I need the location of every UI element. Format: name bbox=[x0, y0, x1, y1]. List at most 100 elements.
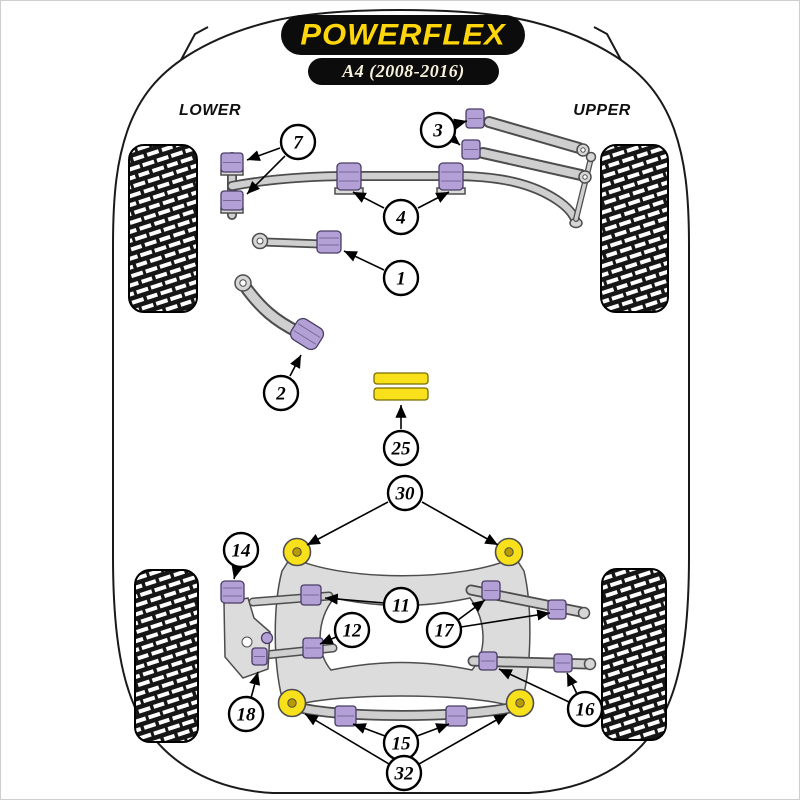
body-shoulder-notch-right bbox=[593, 26, 622, 61]
arrow-3a bbox=[453, 118, 468, 130]
callout-17-number: 17 bbox=[435, 621, 456, 642]
callout-1-number: 1 bbox=[396, 269, 406, 290]
brand-banner: POWERFLEX bbox=[281, 15, 525, 55]
callout-3[interactable]: 3 bbox=[419, 111, 457, 149]
drop-link-eye bbox=[585, 151, 597, 163]
callout-12-number: 12 bbox=[343, 621, 363, 642]
front-curved-arm bbox=[234, 274, 325, 351]
subframe-bushing-core bbox=[504, 547, 514, 557]
callout-17[interactable]: 17 bbox=[425, 611, 463, 649]
callout-arrows bbox=[231, 118, 578, 765]
callout-18-circle[interactable] bbox=[227, 695, 265, 733]
brand-logo-text: POWERFLEX bbox=[300, 17, 506, 52]
callout-4[interactable]: 4 bbox=[382, 198, 420, 236]
callout-16[interactable]: 16 bbox=[566, 690, 604, 728]
arrow-4a bbox=[352, 191, 385, 209]
arrow-32b bbox=[418, 713, 508, 765]
label-upper: UPPER bbox=[573, 102, 631, 119]
callout-15-number: 15 bbox=[392, 734, 412, 755]
knuckle-pivot-bushing bbox=[260, 631, 274, 645]
rear-lower-arm-eye bbox=[583, 657, 597, 671]
drop-link bbox=[574, 156, 593, 221]
subframe-bushing-core bbox=[287, 698, 297, 708]
tire-rear-left bbox=[134, 569, 199, 743]
arrow-16b bbox=[498, 668, 570, 703]
arrow-14 bbox=[231, 565, 243, 580]
callouts: 7 3 4 1 2 25 3 bbox=[222, 111, 604, 792]
bushing-1 bbox=[316, 230, 342, 254]
upper-arm-1-eye-hole bbox=[580, 147, 586, 153]
arrow-4b bbox=[417, 191, 450, 209]
lower-link bbox=[261, 239, 324, 247]
bushing-2-group bbox=[289, 317, 325, 351]
subframe-bushing-core bbox=[515, 698, 525, 708]
callout-18-number: 18 bbox=[237, 705, 257, 726]
callout-14-number: 14 bbox=[232, 541, 251, 562]
arrow-16a bbox=[566, 672, 578, 695]
callout-25[interactable]: 25 bbox=[382, 429, 420, 467]
callout-30-circle[interactable] bbox=[386, 474, 424, 512]
arrow-3b bbox=[446, 132, 461, 146]
bushing-2 bbox=[289, 317, 325, 351]
callout-15[interactable]: 15 bbox=[382, 724, 420, 762]
yellow-insert-lower bbox=[373, 387, 429, 401]
callout-2-number: 2 bbox=[275, 384, 286, 405]
upper-arm-2 bbox=[479, 149, 585, 179]
callout-14-circle[interactable] bbox=[222, 531, 260, 569]
arrow-1 bbox=[343, 250, 385, 271]
arrow-15b bbox=[416, 723, 450, 737]
bushing-4b bbox=[438, 162, 464, 191]
body-shoulder-notch-left bbox=[180, 26, 209, 61]
callout-12-circle[interactable] bbox=[333, 611, 371, 649]
callout-11-circle[interactable] bbox=[382, 586, 420, 624]
callout-4-circle[interactable] bbox=[382, 198, 420, 236]
callout-11-number: 11 bbox=[392, 596, 410, 617]
callout-17-circle[interactable] bbox=[425, 611, 463, 649]
arrow-17a bbox=[457, 599, 486, 621]
callout-7-circle[interactable] bbox=[279, 123, 317, 161]
arrow-30b bbox=[421, 501, 499, 546]
rear-upper-arm-eye bbox=[577, 606, 591, 620]
lower-link-eye-hole bbox=[256, 237, 264, 245]
callout-7[interactable]: 7 bbox=[279, 123, 317, 161]
mount-insert-group bbox=[373, 372, 429, 401]
callout-2-circle[interactable] bbox=[262, 374, 300, 412]
callout-14[interactable]: 14 bbox=[222, 531, 260, 569]
label-lower: LOWER bbox=[178, 102, 242, 119]
callout-32[interactable]: 32 bbox=[385, 754, 423, 792]
bushing-rib bbox=[293, 330, 317, 345]
callout-30-number: 30 bbox=[395, 484, 416, 505]
callout-3-number: 3 bbox=[432, 121, 443, 142]
callout-25-number: 25 bbox=[391, 439, 412, 460]
callout-3-circle[interactable] bbox=[419, 111, 457, 149]
callout-18[interactable]: 18 bbox=[227, 695, 265, 733]
front-antiroll-bar bbox=[220, 151, 597, 229]
arrow-7a bbox=[246, 147, 281, 161]
rear-subframe bbox=[220, 537, 597, 727]
callout-7-number: 7 bbox=[293, 133, 304, 154]
tire-front-right bbox=[600, 144, 669, 313]
arrow-11 bbox=[324, 593, 385, 605]
callout-32-circle[interactable] bbox=[385, 754, 423, 792]
antiroll-bar bbox=[228, 172, 580, 226]
callout-12[interactable]: 12 bbox=[333, 611, 371, 649]
subframe-bushing-core bbox=[292, 547, 302, 557]
arrow-30a bbox=[306, 501, 389, 546]
arrow-12 bbox=[319, 633, 337, 645]
callout-11[interactable]: 11 bbox=[382, 586, 420, 624]
callout-2[interactable]: 2 bbox=[262, 374, 300, 412]
bushing-4a bbox=[336, 162, 362, 191]
callout-1-circle[interactable] bbox=[382, 259, 420, 297]
callout-30[interactable]: 30 bbox=[386, 474, 424, 512]
callout-25-circle[interactable] bbox=[382, 429, 420, 467]
callout-16-circle[interactable] bbox=[566, 690, 604, 728]
bushing-rib bbox=[297, 323, 321, 338]
front-upper-arms bbox=[461, 108, 592, 184]
model-banner: A4 (2008-2016) bbox=[308, 58, 499, 85]
arrow-17b bbox=[460, 609, 551, 628]
front-lower-link bbox=[251, 230, 342, 254]
arrow-15a bbox=[352, 723, 386, 737]
callout-1[interactable]: 1 bbox=[382, 259, 420, 297]
upper-arm-2-eye-hole bbox=[582, 174, 588, 180]
